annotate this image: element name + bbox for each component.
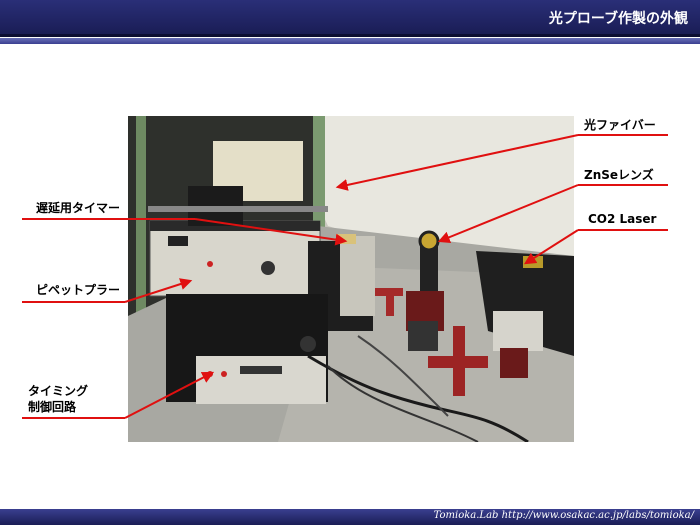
label-optical-fiber: 光ファイバー bbox=[584, 118, 656, 132]
apparatus-photo bbox=[128, 116, 574, 442]
page-title: 光プローブ作製の外観 bbox=[548, 11, 688, 27]
label-timing-line1: タイミング bbox=[28, 384, 89, 398]
label-delay-timer: 遅延用タイマー bbox=[36, 201, 121, 215]
label-pipette-puller: ピペットプラー bbox=[36, 283, 121, 297]
label-timing-line2: 制御回路 bbox=[28, 400, 77, 414]
apparatus-photo-drawing bbox=[128, 116, 574, 442]
footer-credit: Tomioka.Lab http://www.osakac.ac.jp/labs… bbox=[433, 510, 694, 521]
header-bar: 光プローブ作製の外観 bbox=[0, 0, 700, 37]
label-znse-lens: ZnSeレンズ bbox=[584, 168, 654, 182]
footer-bar: Tomioka.Lab http://www.osakac.ac.jp/labs… bbox=[0, 509, 700, 525]
header-stripe bbox=[0, 38, 700, 44]
label-co2-laser: CO2 Laser bbox=[588, 212, 657, 226]
